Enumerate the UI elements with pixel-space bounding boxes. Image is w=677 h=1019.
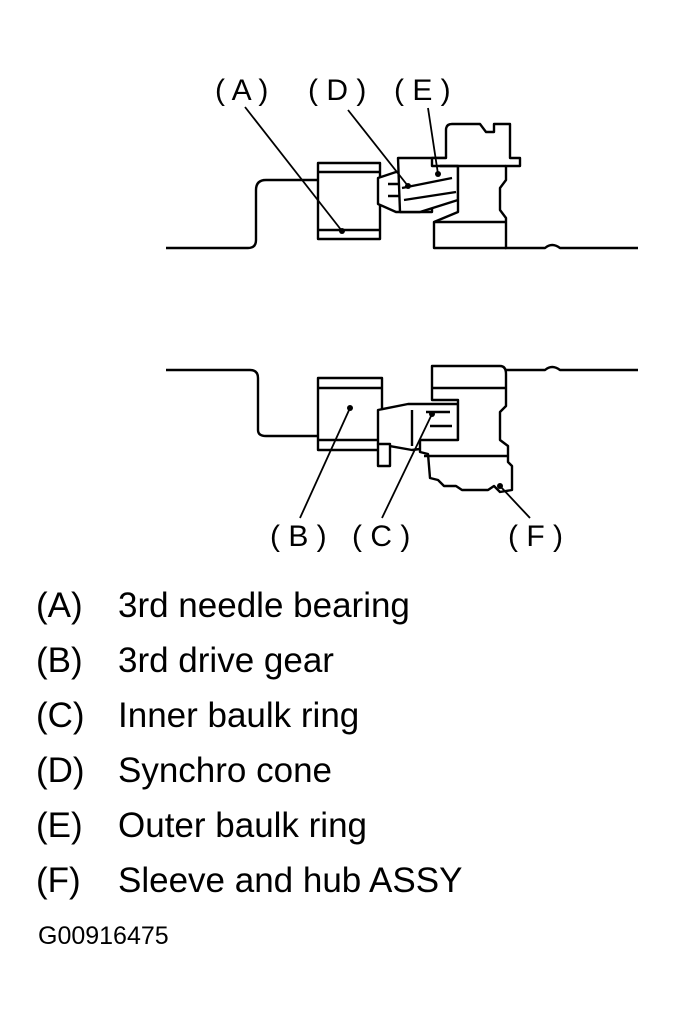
leader-e	[427, 107, 439, 175]
callout-c: ( C )	[352, 520, 410, 553]
upper-shaft-outline	[166, 178, 320, 250]
lower-shaft-right	[505, 365, 638, 372]
leader-a	[244, 106, 343, 232]
upper-shaft-right	[505, 243, 638, 250]
legend-item: (C) Inner baulk ring	[36, 688, 656, 743]
lower-sleeve-hub	[418, 364, 514, 494]
leader-c	[381, 413, 433, 519]
leader-b	[299, 407, 351, 519]
callout-e: ( E )	[394, 74, 451, 107]
upper-sleeve-hub	[430, 122, 522, 250]
legend-item: (D) Synchro cone	[36, 743, 656, 798]
legend-key: (E)	[36, 806, 83, 845]
leader-d	[347, 109, 409, 187]
legend-item: (E) Outer baulk ring	[36, 798, 656, 853]
legend-item: (F) Sleeve and hub ASSY	[36, 853, 656, 908]
legend-description: Synchro cone	[118, 751, 333, 790]
leader-f	[499, 485, 531, 519]
lower-section-view	[166, 364, 638, 519]
legend-description: 3rd drive gear	[118, 641, 334, 680]
legend-item: (B) 3rd drive gear	[36, 633, 656, 688]
legend-description: Inner baulk ring	[118, 696, 360, 735]
callout-a: ( A )	[215, 74, 268, 107]
legend-key: (F)	[36, 861, 81, 900]
legend-description: 3rd needle bearing	[118, 586, 410, 625]
figure-id: G00916475	[38, 922, 169, 950]
lower-drive-gear	[316, 376, 384, 452]
legend-key: (D)	[36, 751, 85, 790]
legend-key: (B)	[36, 641, 83, 680]
legend-description: Outer baulk ring	[118, 806, 368, 845]
legend-description: Sleeve and hub ASSY	[118, 861, 463, 900]
upper-section-view	[166, 106, 638, 250]
parts-legend: (A) 3rd needle bearing (B) 3rd drive gea…	[36, 578, 656, 908]
legend-key: (A)	[36, 586, 83, 625]
callout-b: ( B )	[270, 520, 327, 553]
callout-d: ( D )	[308, 74, 366, 107]
lower-shaft-outline	[166, 368, 318, 438]
transmission-cross-section-diagram: ( A ) ( D ) ( E ) ( B ) ( C ) ( F )	[166, 74, 638, 553]
upper-needle-bearing	[316, 161, 382, 241]
legend-key: (C)	[36, 696, 85, 735]
callout-f: ( F )	[508, 520, 563, 553]
legend-item: (A) 3rd needle bearing	[36, 578, 656, 633]
